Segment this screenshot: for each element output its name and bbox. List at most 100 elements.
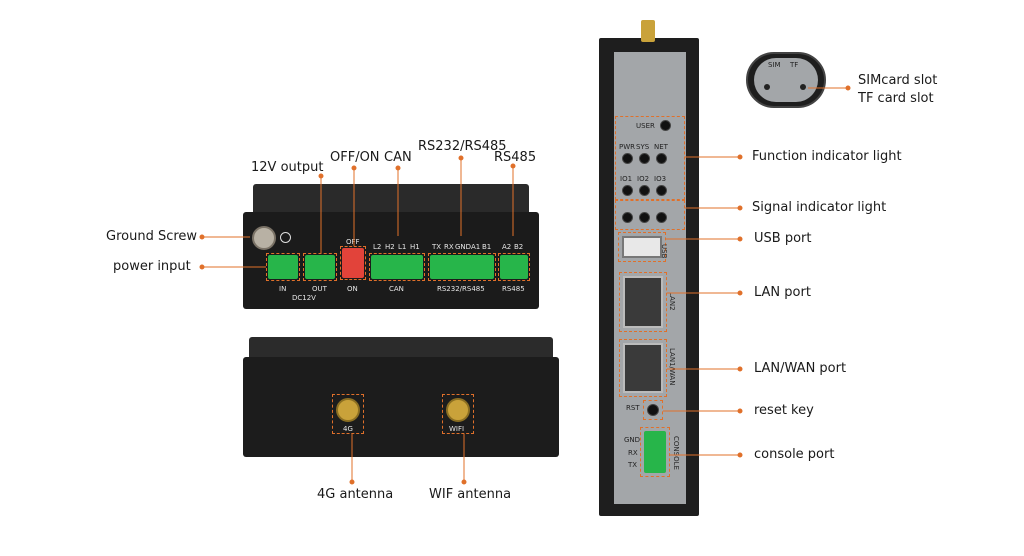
top-antenna xyxy=(641,20,655,42)
dash-signal-leds xyxy=(615,200,685,230)
callout-sim-slot: SIMcard slot xyxy=(858,73,938,88)
callout-power-input: power input xyxy=(113,259,191,274)
label-sys: SYS xyxy=(636,143,650,151)
rs232-terminal xyxy=(430,255,494,279)
label-console-pin-tx: TX xyxy=(628,461,638,469)
callout-rs485: RS485 xyxy=(494,150,537,165)
back-top-face xyxy=(249,337,553,359)
label-in: IN xyxy=(279,285,287,293)
dash-usb xyxy=(618,232,666,262)
callout-lan-wan-port: LAN/WAN port xyxy=(754,361,847,376)
led-io2 xyxy=(639,185,650,196)
dash-power-in xyxy=(266,253,300,281)
dash-power-out xyxy=(303,253,337,281)
callout-usb-port: USB port xyxy=(754,231,812,246)
callout-wif-antenna: WIF antenna xyxy=(429,487,512,502)
callout-signal-light: Signal indicator light xyxy=(752,200,887,215)
label-rs232-pin-rx: RX xyxy=(444,243,454,251)
callout-can: CAN xyxy=(384,150,412,165)
callout-reset-key: reset key xyxy=(754,403,814,418)
label-pwr: PWR xyxy=(619,143,636,151)
dash-function-leds xyxy=(615,116,685,200)
callout-lan-port: LAN port xyxy=(754,285,811,300)
label-can-pin-l2: L2 xyxy=(373,243,382,251)
label-wifi: WIFI xyxy=(449,425,465,433)
led-signal-3 xyxy=(656,212,667,223)
label-rs232-pin-a1: A1 xyxy=(471,243,481,251)
label-can-pin-h2: H2 xyxy=(385,243,395,251)
label-user: USER xyxy=(636,122,655,130)
rs485-terminal xyxy=(500,255,528,279)
label-io1: IO1 xyxy=(620,175,633,183)
label-rs232-rs485: RS232/RS485 xyxy=(437,285,485,293)
label-dc12v: DC12V xyxy=(292,294,316,302)
callout-tf-slot: TF card slot xyxy=(858,91,934,106)
led-io1 xyxy=(622,185,633,196)
back-face xyxy=(243,357,559,457)
label-off: OFF xyxy=(346,238,360,246)
label-io3: IO3 xyxy=(654,175,667,183)
label-rs485-pin-a2: A2 xyxy=(502,243,512,251)
label-can: CAN xyxy=(389,285,404,293)
label-net: NET xyxy=(654,143,668,151)
antenna-connector-4g xyxy=(336,398,360,422)
led-signal-1 xyxy=(622,212,633,223)
callout-rs232-rs485: RS232/RS485 xyxy=(418,139,507,154)
dash-rs232 xyxy=(428,253,496,281)
lan1-wan-port xyxy=(623,343,663,393)
callout-4g-antenna: 4G antenna xyxy=(317,487,394,502)
led-net xyxy=(656,153,667,164)
label-tf: TF xyxy=(790,61,799,69)
dash-console xyxy=(640,427,670,477)
label-rs485-pin-b2: B2 xyxy=(514,243,524,251)
dash-ant-wifi xyxy=(442,394,474,434)
callout-off-on: OFF/ON xyxy=(330,150,380,165)
label-rs232-pin-tx: TX xyxy=(432,243,442,251)
label-on: ON xyxy=(347,285,358,293)
led-signal-2 xyxy=(639,212,650,223)
led-sys xyxy=(639,153,650,164)
ground-screw xyxy=(252,226,276,250)
label-can-pin-h1: H1 xyxy=(410,243,420,251)
label-rst: RST xyxy=(626,404,640,412)
back-view-device xyxy=(243,337,559,457)
label-console-pin-gnd: GND xyxy=(624,436,641,444)
lan2-port xyxy=(623,276,663,328)
label-rs232-pin-gnd: GND xyxy=(455,243,472,251)
power-out-terminal xyxy=(305,255,335,279)
led-user xyxy=(660,120,671,131)
callout-12v-output: 12V output xyxy=(251,160,324,175)
sim-slot xyxy=(764,84,770,90)
label-console-pin-rx: RX xyxy=(628,449,638,457)
label-4g: 4G xyxy=(343,425,353,433)
led-io3 xyxy=(656,185,667,196)
dash-ant-4g xyxy=(332,394,364,434)
device-top-face xyxy=(253,184,529,214)
sim-tf-panel xyxy=(754,58,818,102)
label-can-pin-l1: L1 xyxy=(398,243,407,251)
dash-can xyxy=(369,253,425,281)
callout-function-light: Function indicator light xyxy=(752,149,902,164)
antenna-connector-wifi xyxy=(446,398,470,422)
usb-port xyxy=(622,236,662,258)
console-terminal xyxy=(644,431,666,473)
ground-symbol xyxy=(280,232,291,243)
label-io2: IO2 xyxy=(637,175,650,183)
dip-switch xyxy=(342,248,364,278)
can-terminal xyxy=(371,255,423,279)
dash-reset xyxy=(643,400,663,420)
power-in-terminal xyxy=(268,255,298,279)
callout-console-port: console port xyxy=(754,447,835,462)
tf-slot xyxy=(800,84,806,90)
dash-lan2 xyxy=(619,272,667,332)
label-rs232-pin-b1: B1 xyxy=(482,243,492,251)
label-rs485: RS485 xyxy=(502,285,525,293)
callout-ground-screw: Ground Screw xyxy=(106,229,198,244)
label-sim: SIM xyxy=(768,61,781,69)
label-out: OUT xyxy=(312,285,327,293)
dash-switch xyxy=(340,246,366,280)
dash-rs485 xyxy=(498,253,530,281)
dash-lan-wan xyxy=(619,339,667,397)
led-pwr xyxy=(622,153,633,164)
